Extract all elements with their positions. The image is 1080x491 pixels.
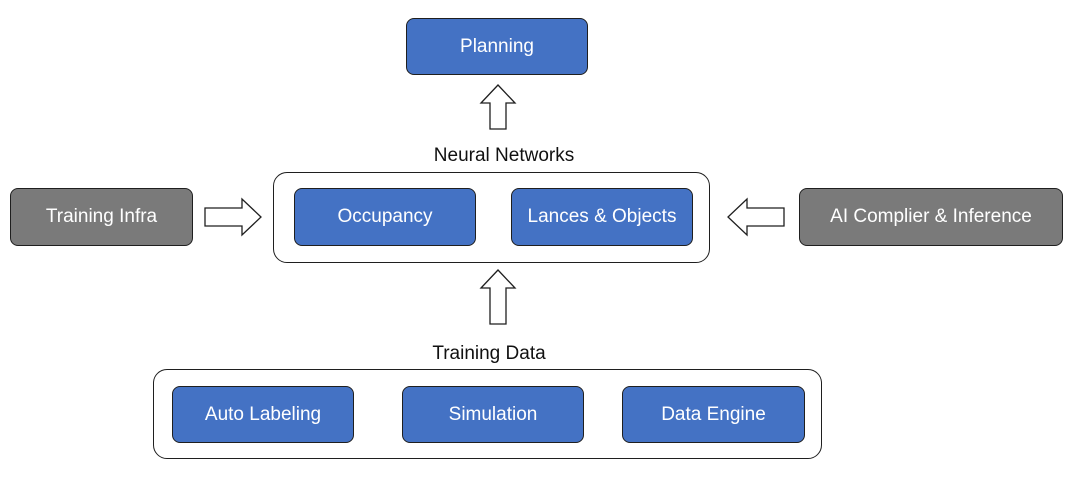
- training-infra-box: Training Infra: [10, 188, 193, 246]
- training-data-title: Training Data: [432, 343, 546, 364]
- data-engine-box: Data Engine: [622, 386, 805, 443]
- up-arrow-icon: [479, 84, 517, 130]
- occupancy-box: Occupancy: [294, 188, 476, 246]
- right-arrow-icon: [204, 197, 262, 237]
- lanes-objects-box: Lances & Objects: [511, 188, 693, 246]
- planning-label: Planning: [460, 35, 534, 57]
- planning-box: Planning: [406, 18, 588, 75]
- auto-labeling-box: Auto Labeling: [172, 386, 354, 443]
- ai-compiler-label: AI Complier & Inference: [830, 206, 1032, 227]
- lanes-objects-label: Lances & Objects: [527, 206, 677, 227]
- data-engine-label: Data Engine: [661, 403, 766, 425]
- simulation-box: Simulation: [402, 386, 584, 443]
- up-arrow-icon: [479, 269, 517, 325]
- neural-networks-title: Neural Networks: [433, 145, 575, 166]
- ai-compiler-box: AI Complier & Inference: [799, 188, 1063, 246]
- training-infra-label: Training Infra: [45, 206, 158, 227]
- simulation-label: Simulation: [448, 403, 538, 425]
- left-arrow-icon: [727, 197, 785, 237]
- occupancy-label: Occupancy: [337, 206, 433, 227]
- auto-labeling-label: Auto Labeling: [204, 403, 322, 425]
